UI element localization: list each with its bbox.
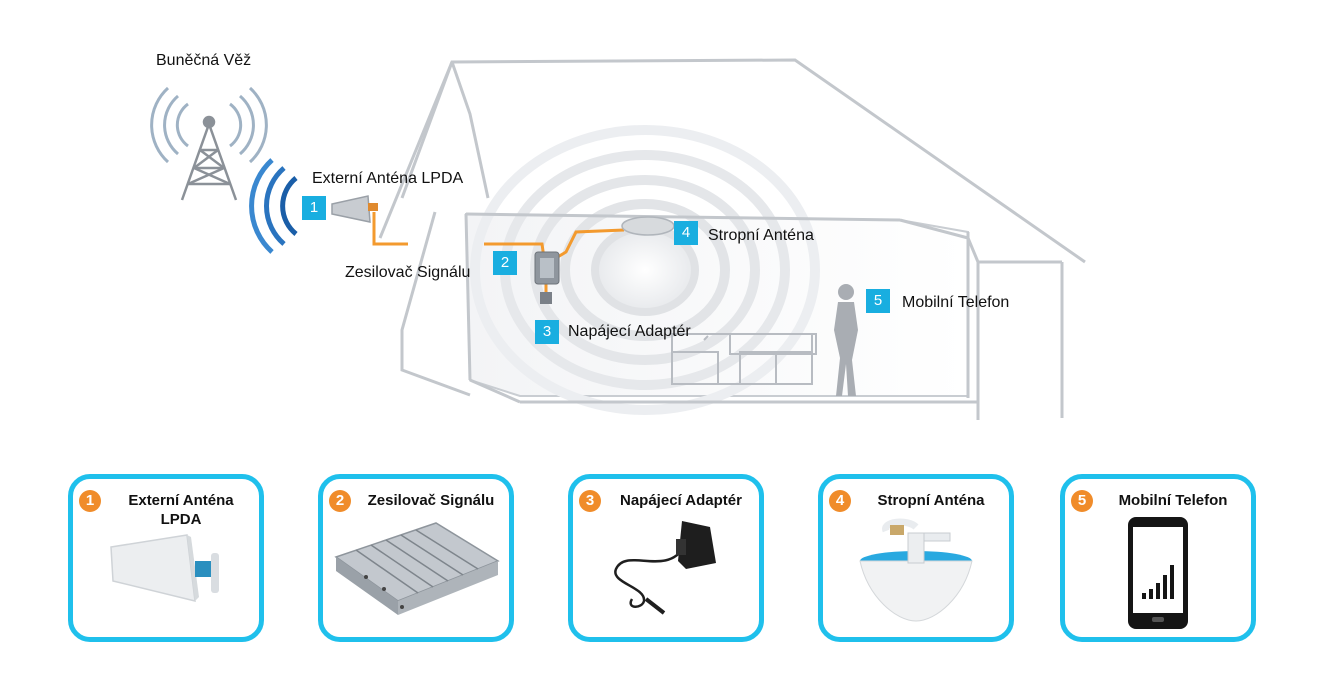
label-power-adapter: Napájecí Adaptér [568, 323, 691, 340]
tower-label: Buněčná Věž [156, 52, 252, 69]
signal-amplifier-icon [334, 522, 500, 615]
card-number-badge: 5 [1071, 490, 1093, 512]
lpda-antenna-icon [110, 534, 219, 602]
card-title: Mobilní Telefon [1118, 492, 1228, 509]
badge-4: 4 [674, 221, 698, 245]
ceiling-antenna-icon [859, 518, 973, 622]
signal-bars-icon [1142, 565, 1174, 599]
card-signal-amplifier: 2 Zesilovač Signálu [318, 474, 514, 642]
outdoor-signal-waves [249, 158, 298, 254]
card-title: Externí Anténa LPDA [128, 492, 234, 528]
label-mobile-phone: Mobilní Telefon [902, 294, 1010, 311]
card-ceiling-antenna: 4 Stropní Anténa [818, 474, 1014, 642]
card-title: Zesilovač Signálu [367, 492, 495, 509]
tower-signal-waves [150, 86, 268, 164]
person-silhouette [834, 284, 858, 396]
card-power-adapter: 3 Napájecí Adaptér [568, 474, 764, 642]
cell-tower [180, 115, 238, 201]
sofa [671, 333, 817, 385]
amplifier-device [534, 251, 560, 304]
badge-5: 5 [866, 289, 890, 313]
power-adapter-icon [614, 521, 716, 615]
house-outline [378, 58, 1086, 420]
mobile-phone-icon [1128, 517, 1188, 629]
installation-scene: Buněčná Věž 1 Externí Anténa LPDA 2 Zesi… [150, 52, 1086, 420]
card-external-antenna: 1 Externí Anténa LPDA [68, 474, 264, 642]
card-number-badge: 3 [579, 490, 601, 512]
badge-2: 2 [493, 251, 517, 275]
badge-1: 1 [302, 196, 326, 220]
ceiling-antenna-disc [621, 216, 675, 236]
card-number-badge: 2 [329, 490, 351, 512]
card-title: Napájecí Adaptér [620, 492, 742, 509]
lpda-antenna [331, 195, 378, 223]
card-title: Stropní Anténa [877, 492, 985, 509]
label-external-antenna: Externí Anténa LPDA [312, 170, 464, 187]
label-ceiling-antenna: Stropní Anténa [708, 227, 814, 244]
badge-3: 3 [535, 320, 559, 344]
card-number-badge: 4 [829, 490, 851, 512]
card-number-badge: 1 [79, 490, 101, 512]
house-illustration [150, 58, 1086, 420]
label-amplifier: Zesilovač Signálu [345, 264, 471, 281]
card-mobile-phone: 5 Mobilní Telefon [1060, 474, 1256, 642]
